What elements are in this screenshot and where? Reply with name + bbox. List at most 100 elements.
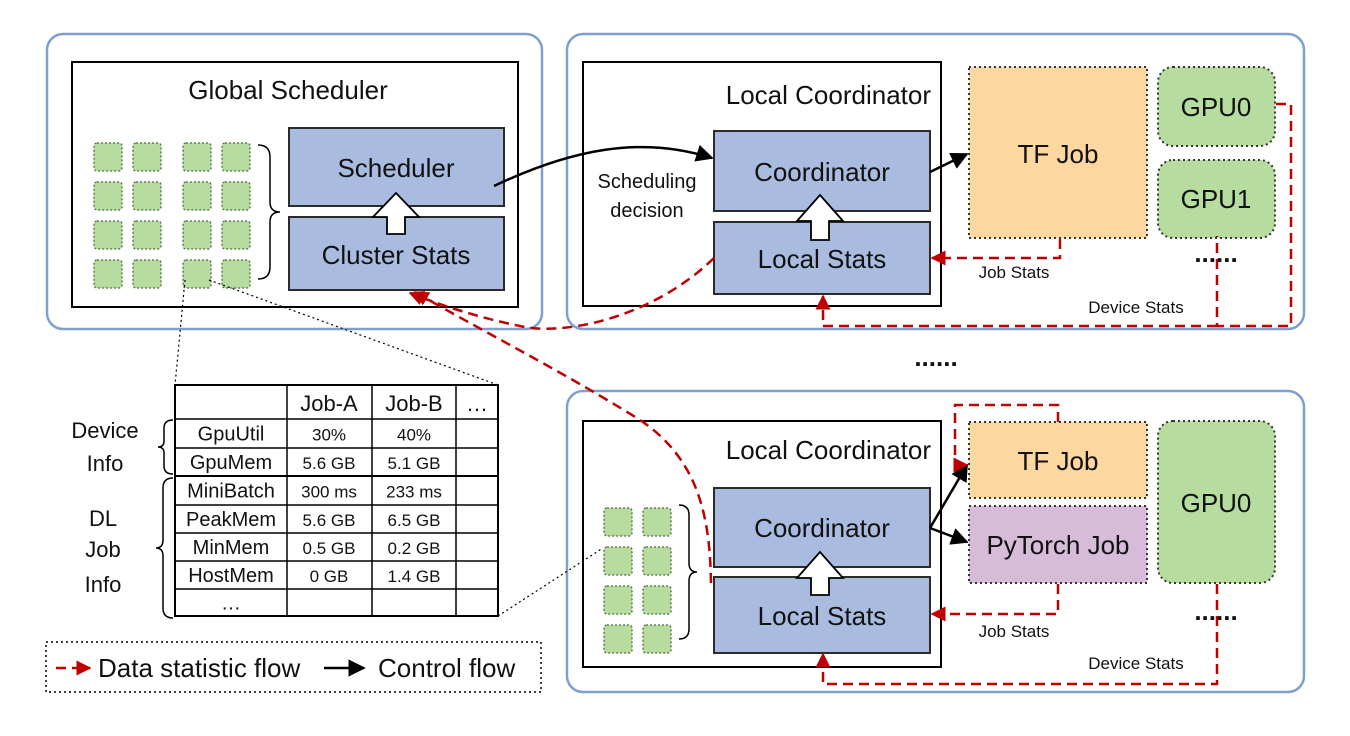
device-grid-global <box>93 142 251 289</box>
dl-job-info-line3: Info <box>85 572 122 597</box>
legend-data-flow-label: Data statistic flow <box>98 653 301 683</box>
top-gpu0-box <box>1157 66 1276 147</box>
scheduling-decision-line2: decision <box>610 200 683 222</box>
top-local-to-cluster-flow <box>408 257 715 330</box>
bottom-local-coordinator-title: Local Coordinator <box>726 435 932 465</box>
table-cell: 5.1 GB <box>388 454 441 473</box>
bottom-tf-job-label: TF Job <box>1018 446 1099 476</box>
table-cell: 0.2 GB <box>388 539 441 558</box>
table-cell: Job-A <box>300 391 358 416</box>
zoom-line-right <box>208 279 499 386</box>
table-cell: 30% <box>312 426 346 445</box>
device-square <box>132 142 162 172</box>
bottom-pytorch-job-label: PyTorch Job <box>986 530 1129 560</box>
legend-box <box>45 641 542 693</box>
top-device-stats-flow <box>823 102 1293 328</box>
table-cell: 1.4 GB <box>388 567 441 586</box>
bottom-stats-to-coordinator-arrow <box>795 550 845 596</box>
device-square <box>132 181 162 211</box>
device-square <box>603 585 633 615</box>
device-square <box>221 181 251 211</box>
top-gpu0-label: GPU0 <box>1181 92 1252 122</box>
bottom-pytorch-job-box <box>968 505 1148 584</box>
bottom-gpu0-box <box>1157 420 1276 584</box>
table-cell: Job-B <box>385 391 442 416</box>
table-cell: MinMem <box>193 537 270 559</box>
device-square <box>221 142 251 172</box>
table-cell: 300 ms <box>301 483 357 502</box>
bottom-local-stats-label: Local Stats <box>758 601 887 631</box>
top-local-coordinator-title: Local Coordinator <box>726 80 932 110</box>
bottom-coordinator-label: Coordinator <box>754 513 890 543</box>
scheduler-label: Scheduler <box>337 153 454 183</box>
device-square <box>182 259 212 289</box>
device-square <box>182 181 212 211</box>
table-cell: PeakMem <box>186 509 276 531</box>
top-stats-to-coordinator-arrow <box>795 193 845 241</box>
top-gpu1-label: GPU1 <box>1181 184 1252 214</box>
bottom-job-stats-flow <box>930 584 1060 622</box>
scheduler-to-coordinator-arrow <box>493 144 714 188</box>
bottom-local-to-cluster-flow <box>413 290 713 584</box>
device-square <box>132 220 162 250</box>
device-grid-bottom <box>603 507 672 654</box>
device-info-line2: Info <box>87 451 124 476</box>
top-coordinator-to-tf-arrow <box>929 152 969 174</box>
device-square <box>642 507 672 537</box>
table-cell: 0.5 GB <box>303 539 356 558</box>
bottom-coordinator-to-tf-arrow <box>928 463 969 529</box>
global-scheduler-title: Global Scheduler <box>188 75 388 105</box>
device-square <box>182 220 212 250</box>
bottom-device-stats-label: Device Stats <box>1088 654 1183 673</box>
device-grid-brace <box>257 144 281 280</box>
zoom-line-bottom <box>497 547 604 617</box>
device-square <box>93 181 123 211</box>
bottom-coordinator-to-pytorch-arrow <box>929 526 969 545</box>
dl-job-info-brace <box>155 477 174 619</box>
table-cell: … <box>221 593 241 615</box>
table-cell: 5.6 GB <box>303 511 356 530</box>
device-square <box>132 259 162 289</box>
device-info-line1: Device <box>71 418 138 443</box>
device-square <box>93 259 123 289</box>
device-square <box>93 142 123 172</box>
cluster-to-scheduler-arrow <box>370 191 422 235</box>
top-gpu1-box <box>1157 159 1276 239</box>
top-tf-job-box <box>968 66 1148 239</box>
bottom-device-stats-flow <box>815 584 1219 686</box>
bottom-job-stats-label: Job Stats <box>979 622 1050 641</box>
dl-job-info-line1: DL <box>89 506 117 531</box>
table-cell: 6.5 GB <box>388 511 441 530</box>
table-cell: 5.6 GB <box>303 454 356 473</box>
table-cell: GpuUtil <box>198 424 265 446</box>
device-square <box>642 585 672 615</box>
device-square <box>93 220 123 250</box>
device-grid-bottom-brace <box>678 504 698 640</box>
device-square <box>221 220 251 250</box>
device-square <box>603 507 633 537</box>
device-square <box>221 259 251 289</box>
bottom-tf-job-box <box>968 421 1148 499</box>
top-coordinator-label: Coordinator <box>754 157 890 187</box>
bottom-gpu0-label: GPU0 <box>1181 488 1252 518</box>
table-cell: MiniBatch <box>187 481 275 503</box>
top-local-stats-label: Local Stats <box>758 244 887 274</box>
device-square <box>603 624 633 654</box>
scheduling-decision-line1: Scheduling <box>598 171 697 193</box>
top-tf-job-label: TF Job <box>1018 139 1099 169</box>
table-cell: HostMem <box>188 565 274 587</box>
dl-job-info-line2: Job <box>85 537 120 562</box>
stats-table <box>174 384 499 617</box>
top-job-stats-label: Job Stats <box>979 263 1050 282</box>
bottom-tf-loop-flow <box>953 403 1060 473</box>
device-square <box>642 624 672 654</box>
table-cell: GpuMem <box>190 452 272 474</box>
top-device-stats-label: Device Stats <box>1088 298 1183 317</box>
table-cell: 233 ms <box>386 483 442 502</box>
table-cell: … <box>466 391 488 416</box>
table-cell: 0 GB <box>310 567 349 586</box>
device-info-brace <box>157 419 174 475</box>
